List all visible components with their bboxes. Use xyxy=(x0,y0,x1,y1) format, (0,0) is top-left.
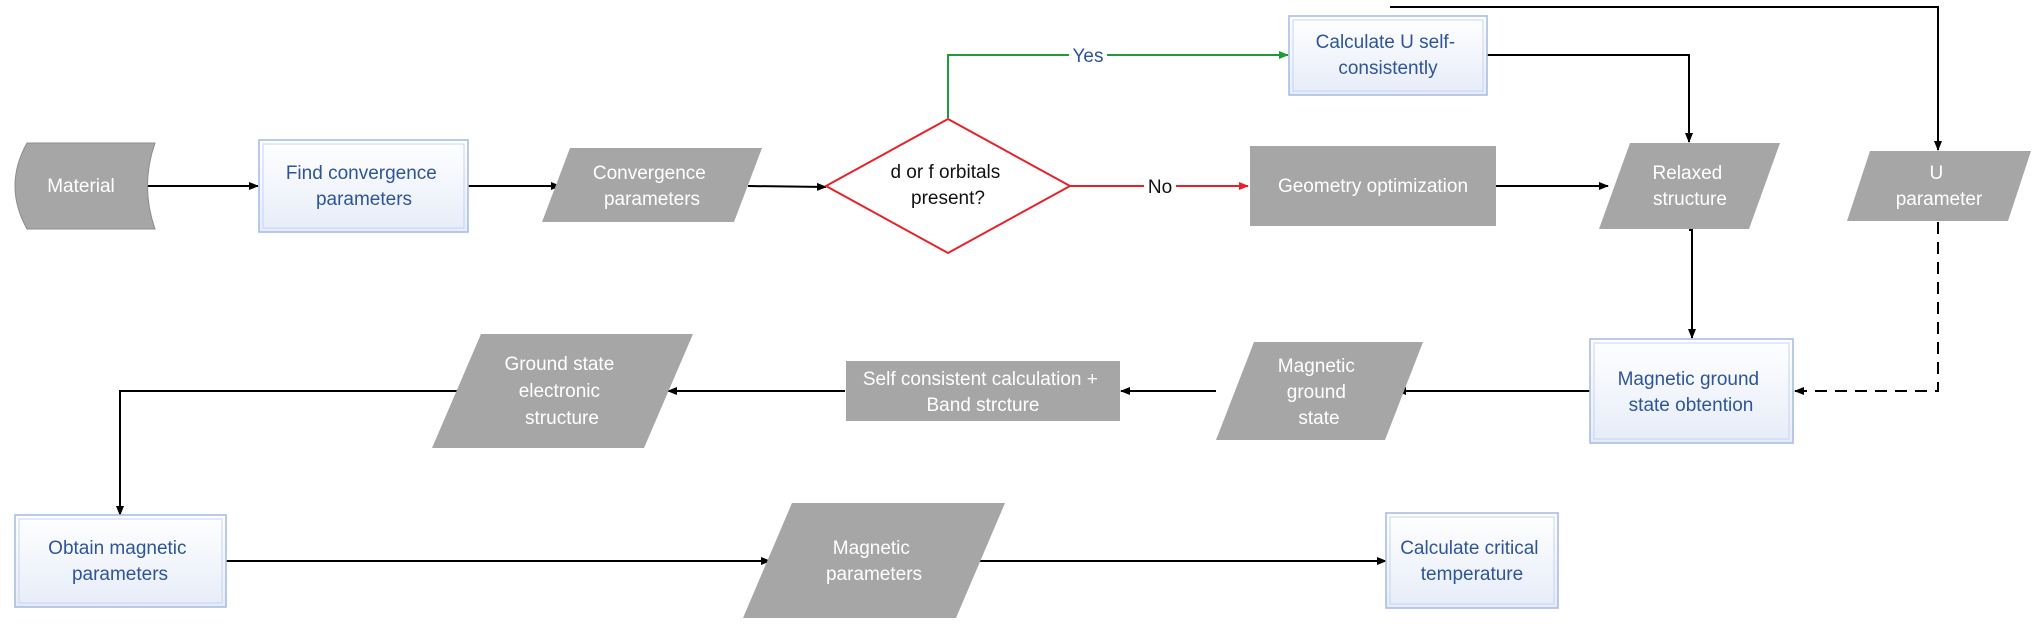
calculate-critical-temperature-label: Calculate critical temperature xyxy=(1400,538,1544,585)
no-label: No xyxy=(1148,177,1172,198)
edge-label-no: No xyxy=(1144,175,1176,198)
edge-calculate-u-to-u-parameter xyxy=(1390,6,1942,151)
node-ground-state-electronic-structure: Ground state electronic structure xyxy=(432,334,693,448)
edge-u-parameter-to-magnetic-ground-state-obtention xyxy=(1794,222,1939,395)
ground-state-electronic-structure-label: Ground state electronic structure xyxy=(504,354,619,429)
edge-yes-branch xyxy=(947,51,1289,118)
self-consistent-calculation-label: Self consistent calculation + Band strct… xyxy=(863,369,1103,416)
node-material: Material xyxy=(14,142,156,230)
node-geometry-optimization: Geometry optimization xyxy=(1250,146,1496,226)
calculate-u-label: Calculate U self- consistently xyxy=(1316,32,1461,79)
node-magnetic-ground-state-obtention: Magnetic ground state obtention xyxy=(1589,338,1794,444)
node-magnetic-parameters: Magnetic parameters xyxy=(743,503,1005,618)
node-obtain-magnetic-parameters: Obtain magnetic parameters xyxy=(14,514,227,608)
find-convergence-label: Find convergence parameters xyxy=(286,163,442,210)
decision-label: d or f orbitals present? xyxy=(890,162,1005,209)
obtain-magnetic-parameters-label: Obtain magnetic parameters xyxy=(48,538,192,585)
u-parameter-label: U parameter xyxy=(1896,163,1983,210)
material-shape xyxy=(14,142,156,230)
geometry-optimization-label: Geometry optimization xyxy=(1278,176,1468,197)
node-self-consistent-calculation: Self consistent calculation + Band strct… xyxy=(846,361,1120,421)
edge-ground-state-electronic-to-obtain-magnetic xyxy=(116,390,459,516)
magnetic-ground-state-label: Magnetic ground state xyxy=(1278,356,1360,429)
material-label: Material xyxy=(47,176,115,197)
relaxed-structure-label: Relaxed structure xyxy=(1653,163,1728,210)
magnetic-ground-state-obtention-label: Magnetic ground state obtention xyxy=(1618,369,1765,416)
magnetic-parameters-label: Magnetic parameters xyxy=(826,538,922,585)
node-magnetic-ground-state: Magnetic ground state xyxy=(1216,342,1423,440)
node-relaxed-structure: Relaxed structure xyxy=(1599,143,1780,229)
yes-label: Yes xyxy=(1073,46,1104,67)
edge-convergence-parameters-to-decision xyxy=(747,182,827,191)
connectors xyxy=(116,6,1942,565)
convergence-parameters-label: Convergence parameters xyxy=(593,163,711,210)
node-calculate-critical-temperature: Calculate critical temperature xyxy=(1385,512,1559,609)
node-find-convergence-parameters: Find convergence parameters xyxy=(258,139,469,233)
node-convergence-parameters: Convergence parameters xyxy=(542,148,762,222)
node-decision-d-or-f-orbitals: d or f orbitals present? xyxy=(823,117,1073,255)
edge-relaxed-structure-to-magnetic-ground-state-obtention xyxy=(1688,229,1696,339)
edge-label-yes: Yes xyxy=(1069,44,1107,67)
edge-calculate-u-to-relaxed-structure xyxy=(1487,54,1693,143)
node-calculate-u-self-consistently: Calculate U self- consistently xyxy=(1288,15,1488,96)
node-u-parameter: U parameter xyxy=(1847,151,2031,221)
